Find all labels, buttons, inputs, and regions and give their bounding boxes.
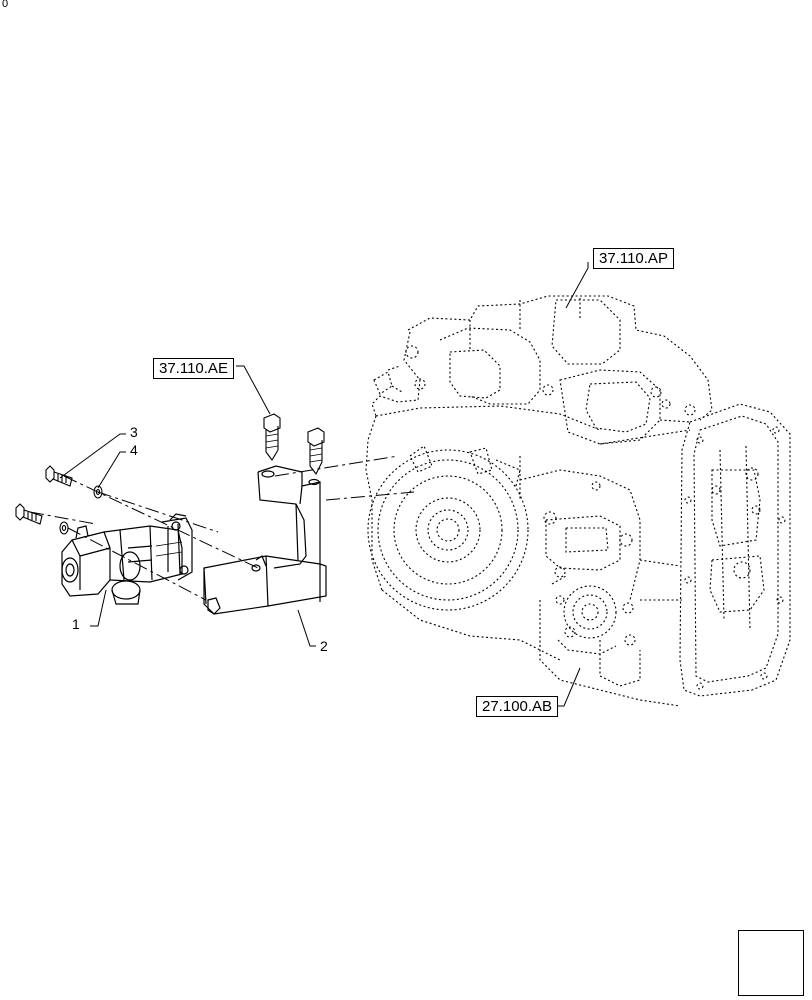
leader-part-3 [59,433,126,479]
bolt-lower [15,503,43,525]
bolt-part-3 [45,465,73,487]
reference-leader-lines [236,262,589,707]
callout-part-4: 4 [130,442,138,458]
reference-box-left[interactable]: 37.110.AE [153,358,234,379]
callout-part-3: 3 [130,424,138,440]
corner-mark: 0 [2,0,9,10]
reference-box-top[interactable]: 37.110.AP [593,248,674,269]
mounting-bracket-part-2 [203,465,327,615]
bracket-bolts [263,413,325,476]
leader-ref-left [236,365,271,415]
leader-ref-bottom [556,667,581,707]
leader-ref-top [565,262,589,309]
leader-part-1 [90,589,107,627]
washer-part-4 [93,485,103,499]
leader-part-2 [297,609,316,647]
washer-lower [59,521,69,535]
next-page-button[interactable] [738,930,804,996]
callout-part-1: 1 [72,616,80,632]
reference-box-bottom[interactable]: 27.100.AB [476,696,559,717]
alignment-lines [29,455,415,601]
leader-part-4 [97,451,126,489]
transmission-housing [365,295,791,707]
callout-part-2: 2 [320,638,328,654]
solenoid-valve-part-1 [61,513,193,605]
callout-leaders [59,433,316,647]
